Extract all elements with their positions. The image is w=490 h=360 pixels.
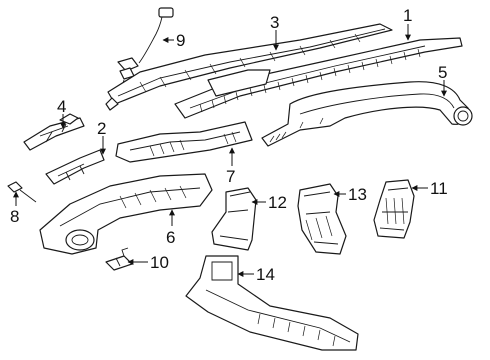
- leader-lines: [13, 24, 447, 277]
- callout-labels: 1 2 3 4 5 6 7 8 9 10 11 12 13 14: [10, 6, 448, 284]
- callout-6: 6: [166, 228, 175, 247]
- callout-13: 13: [348, 185, 367, 204]
- bracket-part: [105, 247, 133, 271]
- upper-dash-duct-part: [174, 37, 463, 119]
- defroster-duct-part: [105, 23, 393, 111]
- callout-4: 4: [57, 97, 66, 116]
- callout-8: 8: [10, 207, 19, 226]
- clip-part: [7, 181, 37, 203]
- side-window-duct-part: [23, 113, 85, 151]
- callout-3: 3: [270, 13, 279, 32]
- passenger-side-duct-part: [261, 81, 473, 147]
- rear-duct-small-part: [211, 187, 257, 251]
- driver-side-duct-part: [39, 173, 213, 255]
- rear-duct-right-part: [373, 179, 415, 239]
- center-outlet-duct-part: [115, 121, 253, 163]
- callout-5: 5: [438, 63, 447, 82]
- callout-7: 7: [226, 167, 235, 186]
- rear-duct-center-part: [297, 183, 347, 255]
- callout-12: 12: [268, 193, 287, 212]
- callout-2: 2: [97, 119, 106, 138]
- callout-14: 14: [256, 265, 275, 284]
- outlet-duct-left-part: [45, 149, 105, 185]
- callout-9: 9: [176, 31, 185, 50]
- floor-duct-part: [185, 255, 359, 351]
- callout-1: 1: [403, 6, 412, 25]
- callout-11: 11: [430, 179, 448, 198]
- callout-10: 10: [150, 253, 169, 272]
- sensor-harness-part: [117, 7, 174, 87]
